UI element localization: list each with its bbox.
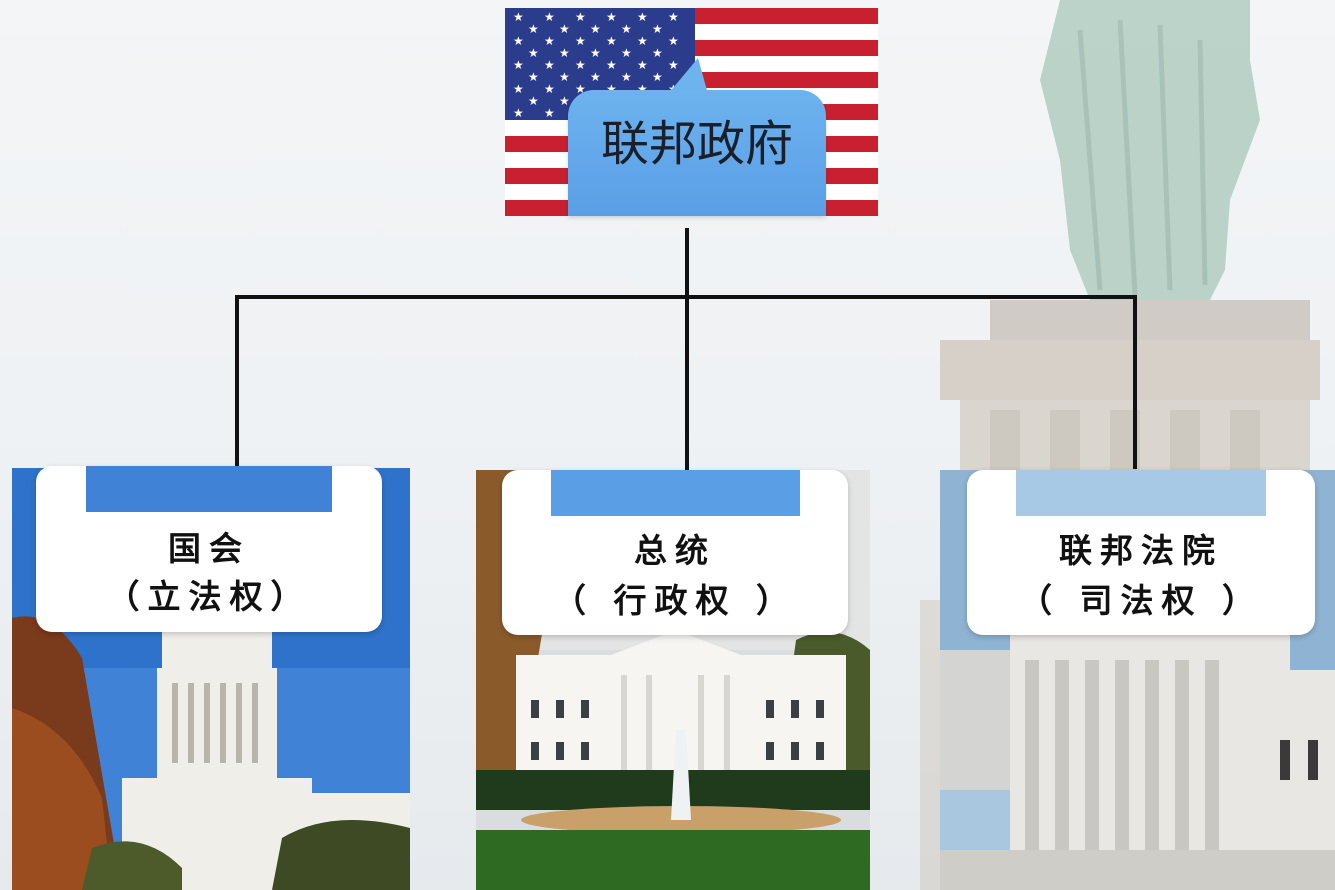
flag-star-icon: ★ [637,58,648,72]
flag-star-icon: ★ [528,70,539,84]
flag-star-icon: ★ [559,46,570,60]
flag-star-icon: ★ [559,94,570,108]
flag-star-icon: ★ [637,34,648,48]
flag-star-icon: ★ [544,58,555,72]
flag-star-icon: ★ [528,46,539,60]
flag-star-icon: ★ [544,82,555,96]
flag-star-icon: ★ [652,46,663,60]
flag-star-icon: ★ [606,10,617,24]
flag-star-icon: ★ [528,22,539,36]
flag-star-icon: ★ [621,70,632,84]
flag-star-icon: ★ [606,34,617,48]
root-title: 联邦政府 [600,116,793,172]
flag-star-icon: ★ [544,34,555,48]
flag-star-icon: ★ [544,106,555,120]
flag-star-icon: ★ [559,70,570,84]
flag-star-icon: ★ [528,94,539,108]
branch-card-congress: 国会 （立法权） [36,466,382,632]
flag-star-icon: ★ [590,22,601,36]
flag-star-icon: ★ [590,70,601,84]
flag-star-icon: ★ [590,46,601,60]
flag-star-icon: ★ [559,22,570,36]
card-tab [1016,470,1266,516]
flag-star-icon: ★ [637,82,648,96]
flag-star-icon: ★ [606,82,617,96]
flag-star-icon: ★ [575,10,586,24]
flag-star-icon: ★ [652,22,663,36]
branch-card-president: 总统 （ 行政权 ） [502,470,848,635]
branch-name: 联邦法院 [1059,531,1223,570]
flag-star-icon: ★ [575,34,586,48]
flag-star-icon: ★ [575,82,586,96]
connector-right [1133,295,1137,469]
flag-star-icon: ★ [621,46,632,60]
flag-star-icon: ★ [606,58,617,72]
card-tab [551,470,800,516]
branch-power: （ 行政权 ） [553,581,797,620]
branch-name: 总统 [634,531,716,570]
flag-star-icon: ★ [513,82,524,96]
connector-horizontal [235,295,1137,299]
branch-card-court: 联邦法院 （ 司法权 ） [967,470,1315,635]
flag-star-icon: ★ [544,10,555,24]
flag-star-icon: ★ [513,34,524,48]
flag-star-icon: ★ [513,10,524,24]
callout-box [568,90,826,216]
connector-left [235,295,239,469]
branch-power: （ 司法权 ） [1019,581,1263,620]
flag-star-icon: ★ [575,58,586,72]
flag-star-icon: ★ [513,106,524,120]
flag-star-icon: ★ [513,58,524,72]
flag-star-icon: ★ [621,22,632,36]
branch-power: （立法权） [106,577,312,616]
flag-star-icon: ★ [668,58,679,72]
card-tab [86,466,332,512]
callout-pointer [668,58,708,94]
connector-trunk [685,228,689,470]
branch-name: 国会 [168,529,250,568]
flag-star-icon: ★ [668,10,679,24]
flag-star-icon: ★ [637,10,648,24]
flag-star-icon: ★ [652,70,663,84]
flag-star-icon: ★ [668,34,679,48]
federal-government-callout: 联邦政府 [568,58,826,216]
